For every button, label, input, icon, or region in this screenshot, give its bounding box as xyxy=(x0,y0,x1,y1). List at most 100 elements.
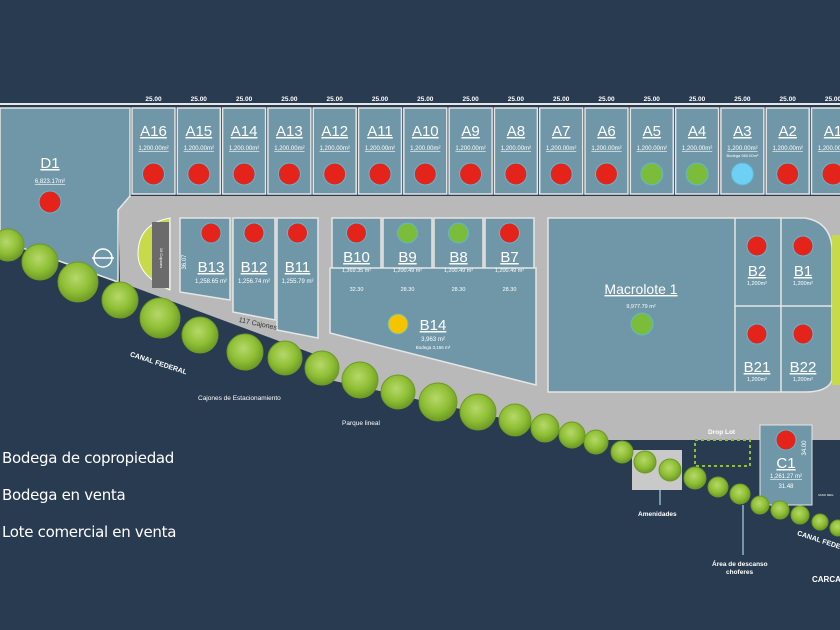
lot-area: 1,256.74 m² xyxy=(238,279,270,285)
lot-name: A10 xyxy=(412,123,439,140)
lot-name: B14 xyxy=(420,317,447,334)
lot-name: A15 xyxy=(185,123,212,140)
status-marker-sold[interactable] xyxy=(243,222,265,244)
lot-dimension: 32.30 xyxy=(350,287,364,293)
status-marker-available[interactable] xyxy=(685,162,709,186)
status-marker-sold[interactable] xyxy=(595,162,618,186)
lot-name: A11 xyxy=(367,123,393,140)
lot-d1[interactable] xyxy=(0,107,131,284)
tree-icon xyxy=(610,440,634,464)
lot-dimension: 28.30 xyxy=(503,287,517,293)
canal-federal-label: CANAL FEDERAL xyxy=(129,351,188,376)
status-marker-sold[interactable] xyxy=(142,162,165,186)
drop-lot-area xyxy=(694,439,751,467)
lot-name: B12 xyxy=(241,259,268,276)
lot-name: A13 xyxy=(276,123,303,140)
tree-icon xyxy=(583,429,609,455)
status-marker-sold[interactable] xyxy=(792,235,814,257)
lot-b12[interactable] xyxy=(232,217,276,321)
road-lower xyxy=(330,355,840,440)
status-marker-sold[interactable] xyxy=(776,162,800,186)
lot-name: A4 xyxy=(688,123,706,140)
lot-area: 1,200.00m² xyxy=(320,146,350,152)
lot-area: 6,823.17m² xyxy=(35,179,65,185)
parking-small-label: 16 Cajones xyxy=(159,248,164,268)
status-marker-available[interactable] xyxy=(448,222,469,244)
lot-name: B2 xyxy=(748,263,766,280)
status-marker-available[interactable] xyxy=(630,312,654,336)
lot-b11[interactable] xyxy=(276,217,319,339)
status-marker-sold[interactable] xyxy=(346,222,367,244)
status-marker-sold[interactable] xyxy=(775,429,797,451)
lot-name: B21 xyxy=(744,359,771,376)
tree-icon xyxy=(0,228,25,262)
status-marker-sold[interactable] xyxy=(232,162,256,186)
lot-area: 1,200.00m² xyxy=(546,146,576,152)
lot-area: 1,200.00m² xyxy=(501,146,531,152)
lot-area: 1,200m² xyxy=(747,377,767,383)
tree-icon xyxy=(707,476,729,498)
drop-lot-label: Drop Lot xyxy=(708,429,736,436)
lot-a13[interactable] xyxy=(267,107,312,195)
lot-dimension: 31.48 xyxy=(778,484,794,490)
lot-area: 1,200.00m² xyxy=(410,146,440,152)
lot-name: A2 xyxy=(779,123,797,140)
lot-name: B22 xyxy=(790,359,817,376)
park-label: Parque lineal xyxy=(342,420,380,427)
status-marker-sold[interactable] xyxy=(499,222,520,244)
b-lots-right xyxy=(734,218,832,392)
status-marker-special[interactable] xyxy=(730,162,754,186)
dimension-label: 25.00 xyxy=(553,96,570,103)
lot-name: B10 xyxy=(343,249,370,266)
status-marker-sold[interactable] xyxy=(287,222,308,244)
rest-area-label-2: choferes xyxy=(726,569,753,576)
lot-name: C1 xyxy=(776,455,795,472)
status-marker-sold[interactable] xyxy=(746,323,768,345)
status-markers xyxy=(38,162,840,451)
status-marker-sold[interactable] xyxy=(187,162,211,186)
dimension-label: 25.00 xyxy=(462,96,479,103)
lot-area: 1,258.65 m² xyxy=(195,279,227,285)
status-marker-sold[interactable] xyxy=(792,323,814,345)
tree-icon xyxy=(530,413,560,443)
status-marker-sold[interactable] xyxy=(277,162,301,186)
tree-icon xyxy=(21,243,59,281)
dimension-label: 25.00 xyxy=(508,96,525,103)
status-marker-available[interactable] xyxy=(397,222,418,244)
b-lots-left xyxy=(179,217,319,339)
tree-icon xyxy=(558,421,586,449)
status-marker-sold[interactable] xyxy=(200,222,222,244)
lot-note: Bodega 960.00m² xyxy=(726,153,758,158)
status-marker-sold[interactable] xyxy=(368,162,392,186)
status-marker-available[interactable] xyxy=(640,162,664,186)
status-marker-sold[interactable] xyxy=(38,190,62,214)
lot-name: A1 xyxy=(824,123,840,140)
lot-area: 1,200.49 m² xyxy=(444,268,474,274)
dimension-label: 25.00 xyxy=(327,96,344,103)
status-marker-sold[interactable] xyxy=(413,162,437,186)
tree-icon xyxy=(459,393,497,431)
vaso-label: VASO REG xyxy=(818,493,834,497)
tree-icon xyxy=(790,505,810,525)
lot-area: 1,261.27 m² xyxy=(770,474,802,480)
lot-area: 1,200.00m² xyxy=(184,146,214,152)
status-marker-sold[interactable] xyxy=(323,162,347,186)
lot-b14[interactable] xyxy=(329,267,537,386)
status-marker-reserved[interactable] xyxy=(387,313,409,335)
lot-name: A3 xyxy=(733,123,751,140)
lot-name: A8 xyxy=(507,123,525,140)
lot-area: 1,200m² xyxy=(747,281,767,287)
status-marker-sold[interactable] xyxy=(821,162,840,186)
lot-name: Macrolote 1 xyxy=(604,281,677,297)
status-marker-sold[interactable] xyxy=(549,162,573,186)
tree-icon xyxy=(57,261,99,303)
status-marker-sold[interactable] xyxy=(459,162,483,186)
status-marker-sold[interactable] xyxy=(504,162,528,186)
lot-note: Bodega 3,166 m² xyxy=(416,345,451,350)
lot-dimension: 28.30 xyxy=(401,287,415,293)
lot-name: B13 xyxy=(198,259,225,276)
status-marker-sold[interactable] xyxy=(746,235,768,257)
roundabout-icon xyxy=(92,248,114,268)
tree-icon xyxy=(267,340,303,376)
amenities-label: Amenidades xyxy=(638,511,677,518)
